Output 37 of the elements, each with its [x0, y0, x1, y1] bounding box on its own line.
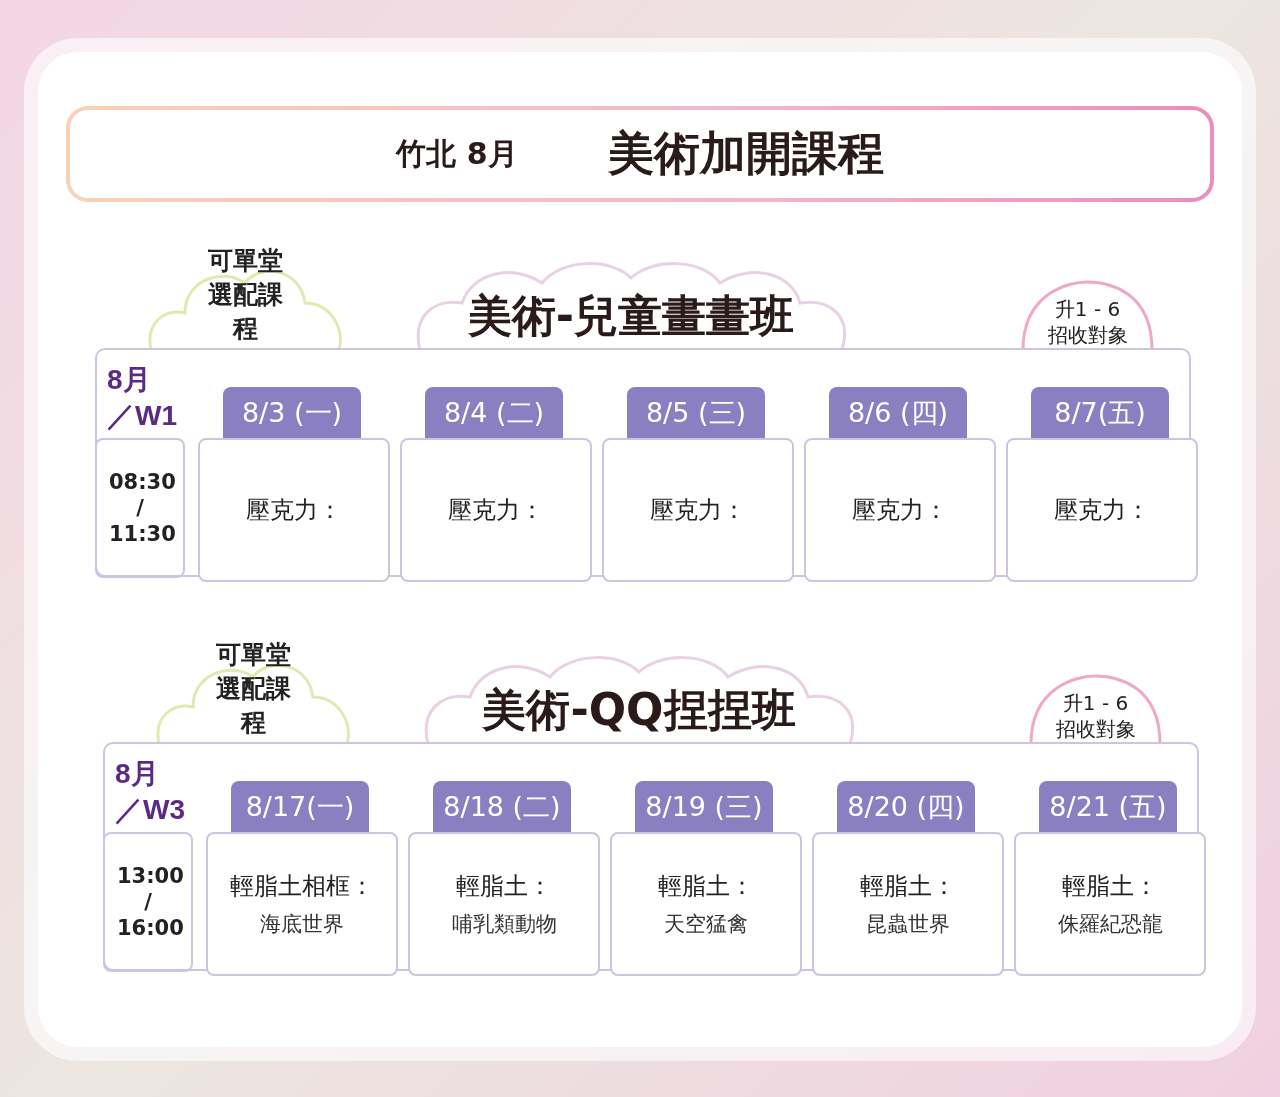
- material-text: 壓克力：: [1054, 495, 1150, 526]
- time-cell: [103, 832, 193, 972]
- material-text: 壓克力：: [852, 495, 948, 526]
- theme-text: 哺乳類動物: [451, 911, 557, 938]
- material-text: 輕脂土：: [456, 871, 552, 902]
- material-text: 輕脂土：: [1062, 871, 1158, 902]
- title-text: 美術加開課程: [607, 125, 884, 182]
- date-tab: 8/5 (三): [627, 387, 765, 438]
- time-cell: [95, 438, 185, 578]
- material-text: 輕脂土：: [860, 871, 956, 902]
- material-text: 輕脂土：: [658, 871, 754, 902]
- material-text: 壓克力：: [448, 495, 544, 526]
- date-tab: 8/4 (二): [425, 387, 563, 438]
- date-tab: 8/20 (四): [837, 781, 975, 832]
- theme-text: 海底世界: [260, 911, 344, 938]
- date-tab: 8/6 (四): [829, 387, 967, 438]
- date-tab: 8/19 (三): [635, 781, 773, 832]
- class-title: 美術-兒童畫畫班: [467, 289, 795, 343]
- material-text: 壓克力：: [246, 495, 342, 526]
- date-tab: 8/21 (五): [1039, 781, 1177, 832]
- date-tab: 8/3 (一): [223, 387, 361, 438]
- theme-text: 天空猛禽: [664, 911, 748, 938]
- theme-text: 侏羅紀恐龍: [1057, 911, 1163, 938]
- week-label: 8月／W3: [115, 757, 186, 827]
- material-text: 壓克力：: [650, 495, 746, 526]
- date-tab: 8/17(一): [231, 781, 369, 832]
- grade-note: 升1 - 6 招收對象: [1046, 296, 1129, 348]
- cloud-note: 可單堂選配課程: [214, 639, 292, 739]
- material-text: 輕脂土相框：: [230, 871, 374, 902]
- date-tab: 8/18 (二): [433, 781, 571, 832]
- theme-text: 昆蟲世界: [866, 911, 950, 938]
- date-tab: 8/7(五): [1031, 387, 1169, 438]
- week-label: 8月／W1: [107, 363, 178, 433]
- class-title: 美術-QQ捏捏班: [482, 683, 796, 737]
- subtitle-text: 竹北 8月: [396, 134, 518, 173]
- cloud-note: 可單堂選配課程: [206, 245, 284, 345]
- grade-note: 升1 - 6 招收對象: [1054, 690, 1137, 742]
